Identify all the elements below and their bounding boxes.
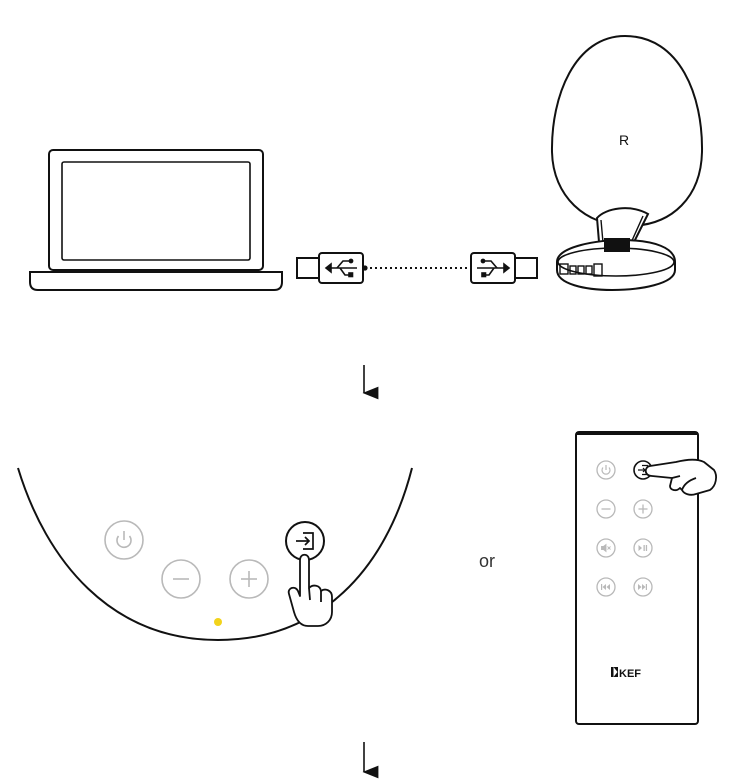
- speaker-channel-label: R: [619, 132, 629, 148]
- remote-control-icon: KEF: [575, 431, 717, 725]
- speaker-rear-ports: [559, 263, 603, 277]
- power-button[interactable]: [104, 520, 144, 560]
- input-source-icon: [296, 532, 314, 550]
- power-icon: [116, 531, 132, 549]
- speaker-icon: [550, 34, 704, 292]
- remote-brand-label: KEF: [619, 668, 641, 680]
- or-label: or: [479, 551, 495, 571]
- previous-track-icon: [601, 584, 610, 590]
- mute-icon: [601, 543, 611, 553]
- remote-power-button[interactable]: [596, 460, 616, 480]
- power-icon: [601, 465, 611, 475]
- speaker-shell: [550, 34, 704, 228]
- pointing-hand-icon: [287, 553, 333, 627]
- remote-next-button[interactable]: [633, 577, 653, 597]
- laptop-icon: [29, 149, 283, 291]
- usb-symbol-left: [324, 258, 357, 278]
- remote-mute-button[interactable]: [596, 538, 616, 558]
- status-led: [214, 618, 222, 626]
- volume-up-button[interactable]: [229, 559, 269, 599]
- plus-icon: [241, 571, 257, 587]
- usb-cable: [296, 252, 538, 284]
- remote-volume-up-button[interactable]: [633, 499, 653, 519]
- volume-down-button[interactable]: [161, 559, 201, 599]
- remote-play-pause-button[interactable]: [633, 538, 653, 558]
- usb-plug-metal-left: [296, 257, 320, 279]
- speaker-top-panel: [17, 467, 413, 642]
- remote-previous-button[interactable]: [596, 577, 616, 597]
- usb-plug-metal-right: [514, 257, 538, 279]
- usb-symbol-right: [477, 258, 511, 278]
- pointing-hand-icon: [644, 458, 717, 496]
- play-pause-icon: [638, 545, 648, 551]
- next-track-icon: [638, 584, 647, 590]
- plus-icon: [638, 504, 648, 514]
- kef-logo-icon: [611, 667, 618, 677]
- remote-volume-down-button[interactable]: [596, 499, 616, 519]
